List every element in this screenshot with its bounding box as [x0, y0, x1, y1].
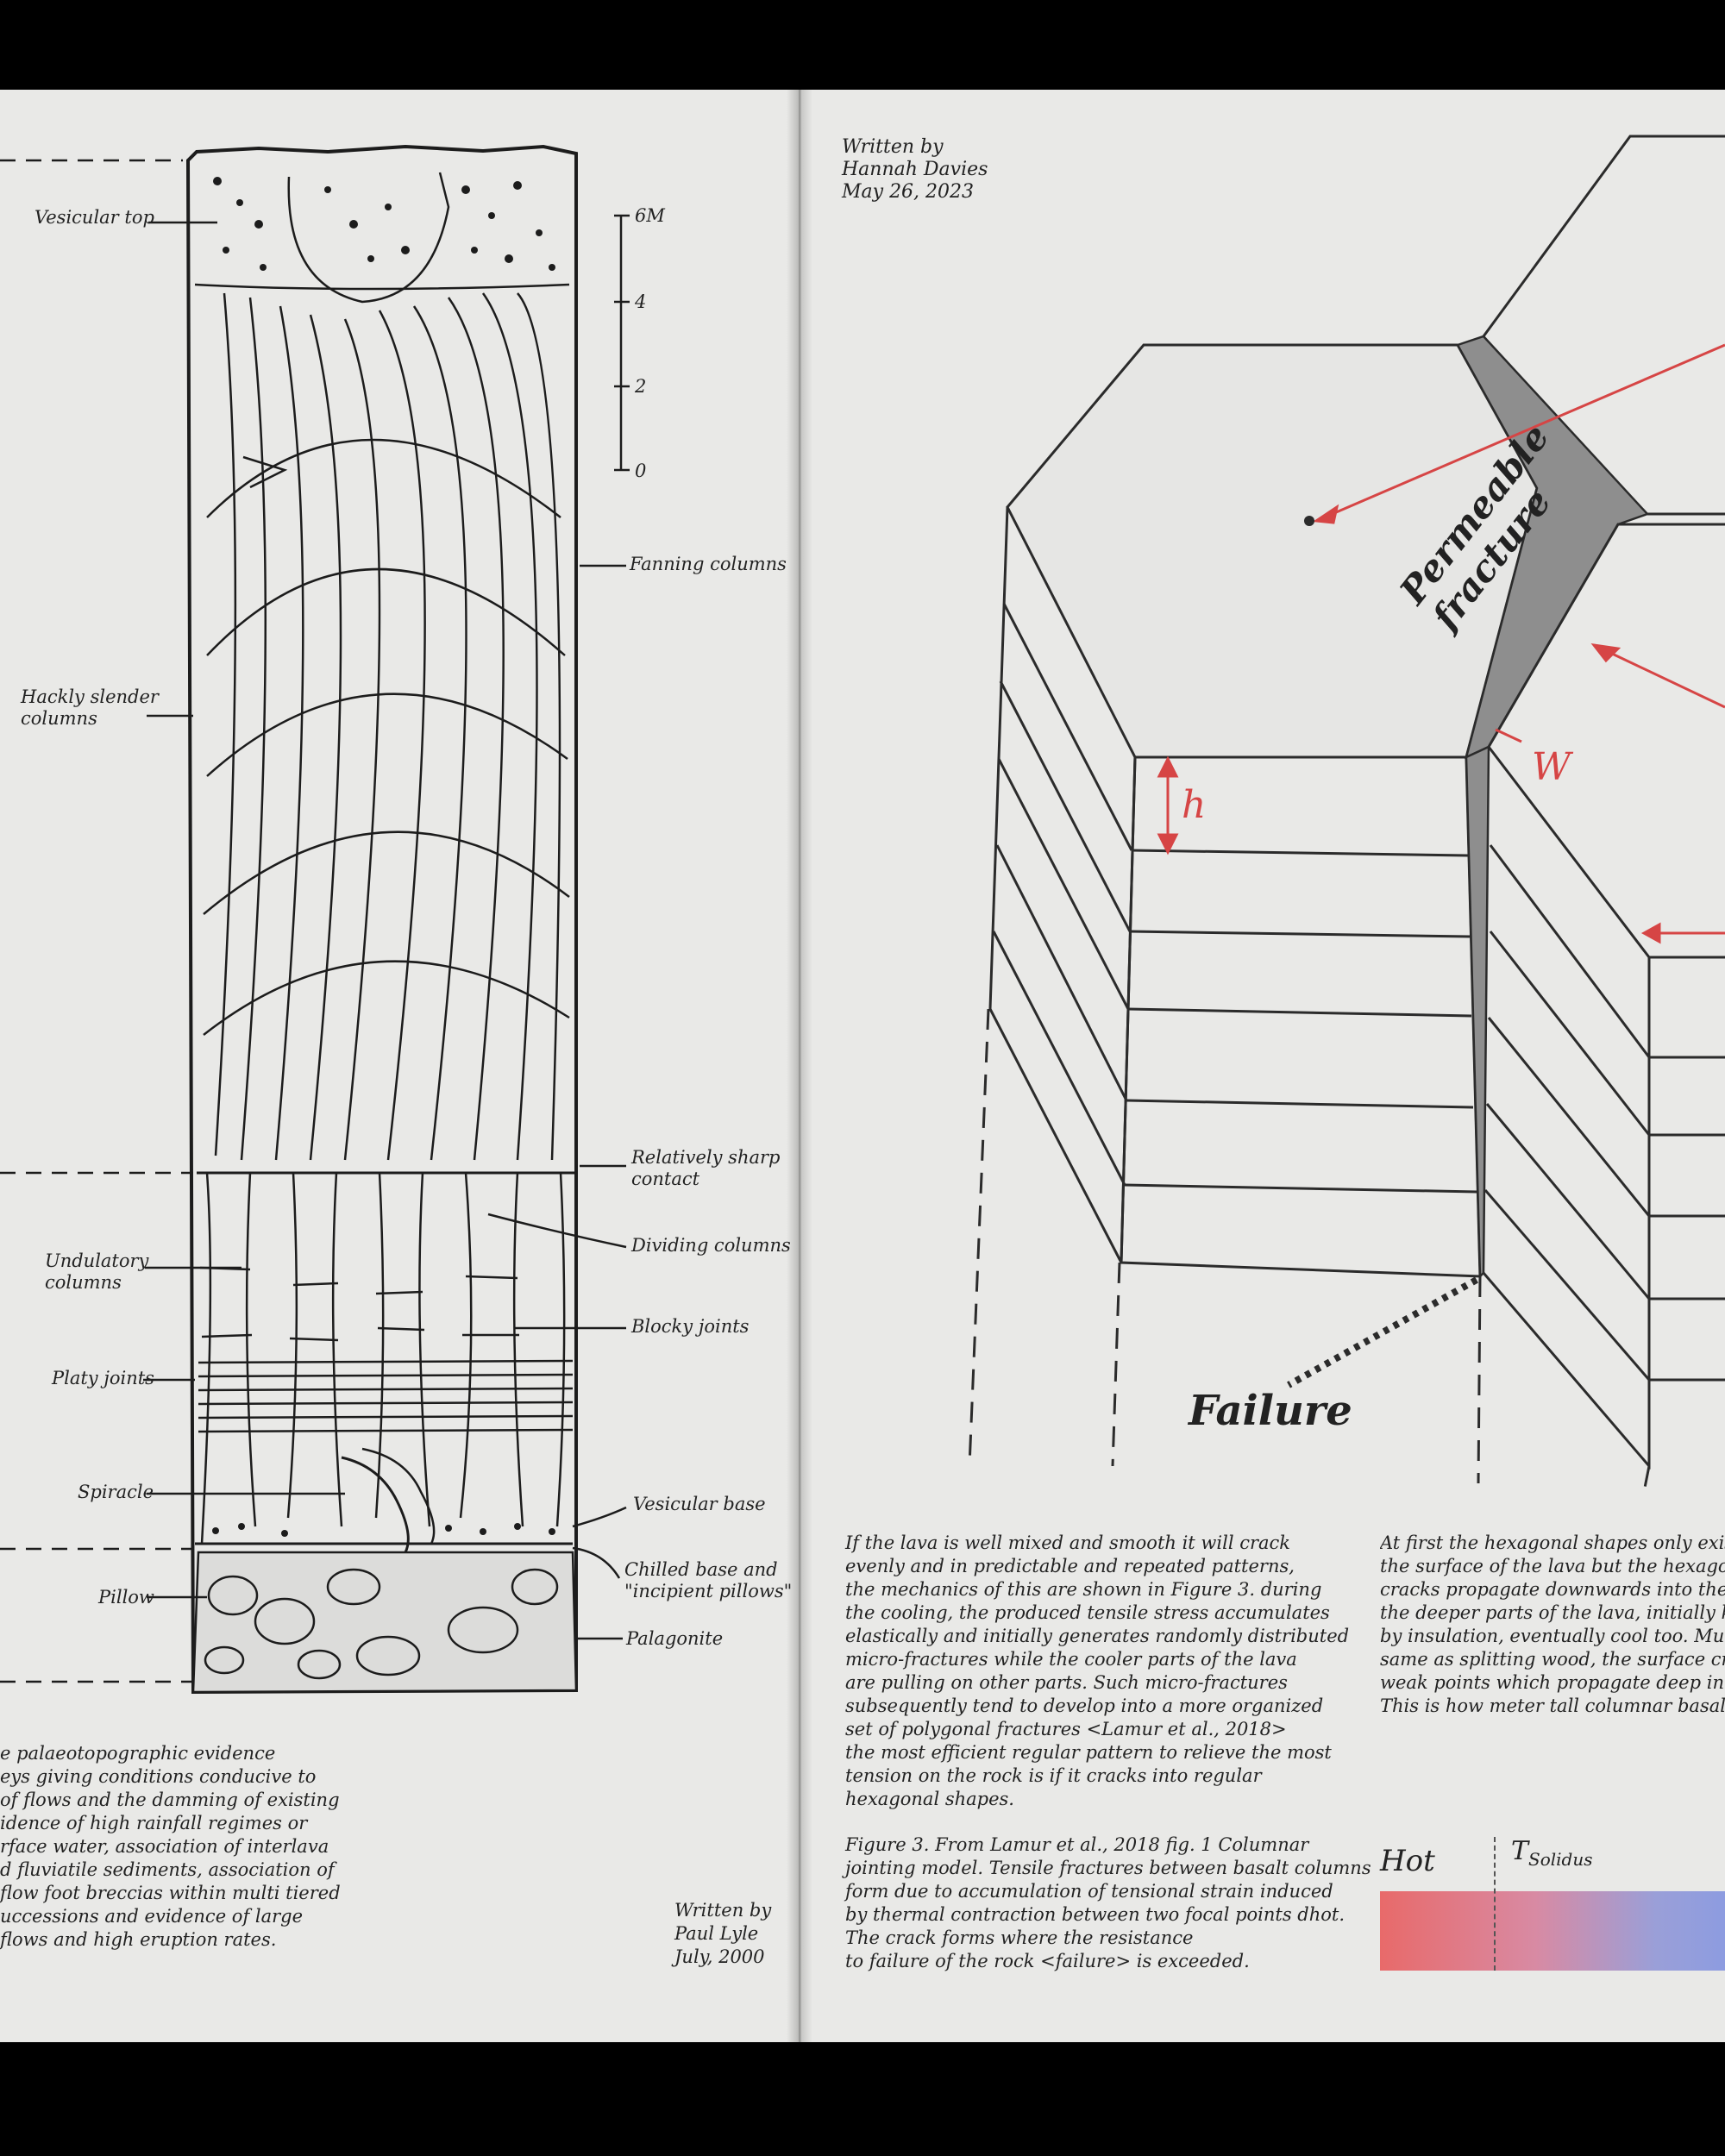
label-h: h — [1182, 783, 1207, 827]
label-spiracle: Spiracle — [78, 1482, 154, 1502]
label-vesicular-base: Vesicular base — [633, 1494, 766, 1514]
label-dividing-columns: Dividing columns — [631, 1235, 791, 1256]
scale-label-0: 0 — [635, 461, 647, 481]
figure-3-caption: Figure 3. From Lamur et al., 2018 fig. 1… — [845, 1834, 1371, 1971]
label-hackly-columns: Hackly slender columns — [21, 686, 159, 729]
label-chilled-base: Chilled base and "incipient pillows" — [624, 1559, 793, 1601]
legend-solidus: TSolidus — [1511, 1836, 1593, 1871]
legend-hot: Hot — [1380, 1844, 1435, 1878]
scale-label-6m: 6M — [635, 205, 665, 226]
label-w: W — [1532, 745, 1571, 789]
left-paragraph: e palaeotopographic evidence eys giving … — [0, 1743, 341, 1950]
label-undulatory-columns: Undulatory columns — [45, 1250, 149, 1293]
label-platy-joints: Platy joints — [52, 1368, 154, 1388]
right-paragraph-2: At first the hexagonal shapes only exis … — [1380, 1532, 1725, 1716]
scale-label-2: 2 — [635, 376, 647, 397]
label-sharp-contact: Relatively sharp contact — [631, 1147, 781, 1189]
label-vesicular-top: Vesicular top — [34, 207, 154, 228]
label-pillow: Pillow — [98, 1587, 154, 1608]
right-paragraph-1: If the lava is well mixed and smooth it … — [845, 1532, 1350, 1809]
left-credit: Written by Paul Lyle July, 2000 — [674, 1900, 772, 1967]
temperature-gradient-swatch — [1380, 1891, 1725, 1971]
solidus-divider — [1494, 1837, 1496, 1971]
label-failure: Failure — [1189, 1387, 1352, 1435]
label-fanning-columns: Fanning columns — [630, 554, 787, 574]
book-gutter — [787, 90, 812, 2042]
label-blocky-joints: Blocky joints — [631, 1316, 750, 1337]
right-credit: Written by Hannah Davies May 26, 2023 — [842, 136, 988, 203]
label-palagonite: Palagonite — [626, 1628, 724, 1649]
scale-label-4: 4 — [635, 291, 647, 312]
